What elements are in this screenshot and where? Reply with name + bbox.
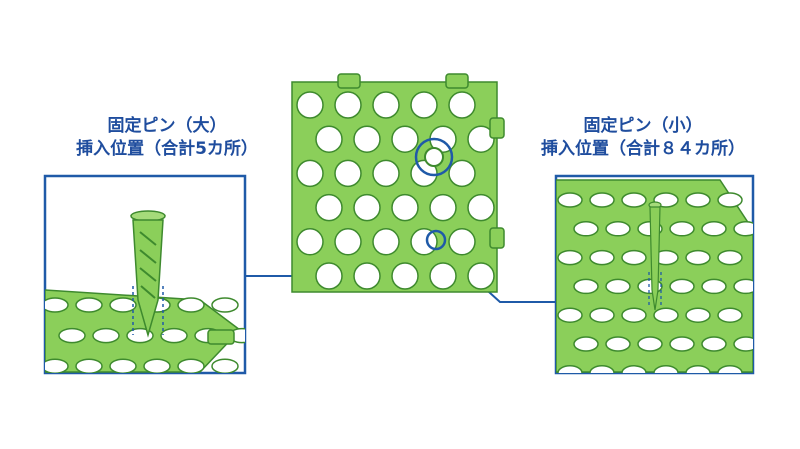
mat-hole (296, 91, 324, 119)
mat-hole (653, 307, 679, 323)
mat-hole (45, 297, 69, 313)
mat-hole (353, 262, 381, 290)
mat-connector-tabs (337, 73, 505, 249)
mat-hole (92, 327, 120, 344)
mat-hole (448, 91, 476, 119)
mat-hole (589, 249, 615, 266)
mat-hole (109, 358, 137, 373)
mat-hole (45, 358, 69, 373)
mat-hole (733, 221, 753, 237)
large-pin-positions: 挿入位置（合計5カ所） (76, 139, 258, 159)
mat-hole (315, 193, 343, 222)
mat-hole (717, 307, 743, 323)
small-fixing-pin (648, 201, 662, 311)
mat-hole (685, 307, 711, 323)
mat-hole (605, 336, 631, 352)
large-pin-caption: 固定ピン（大） 挿入位置（合計5カ所） (62, 115, 272, 161)
mat-hole (557, 192, 583, 208)
mat-hole (391, 262, 419, 290)
mat-hole (621, 307, 647, 323)
mat-hole (75, 358, 103, 373)
mat-hole (669, 278, 695, 295)
left-mat-holes (45, 297, 245, 373)
mat-hole (467, 193, 495, 222)
small-pin-caption: 固定ピン（小） 挿入位置（合計８４カ所） (528, 115, 758, 161)
mat-hole (557, 249, 583, 266)
mat-hole (669, 221, 695, 237)
mat-hole (448, 159, 476, 188)
large-pin-title: 固定ピン（大） (107, 116, 227, 136)
mat-hole (109, 297, 137, 313)
mat-hole (211, 297, 239, 313)
grid-mat-center (291, 73, 505, 293)
mat-hole (637, 336, 663, 352)
mat-hole (653, 365, 679, 373)
mat-hole (685, 192, 711, 208)
small-pin-title: 固定ピン（小） (583, 116, 703, 136)
mat-hole (391, 193, 419, 222)
mat-hole (733, 278, 753, 295)
mat-hole (177, 297, 205, 313)
mat-hole (296, 159, 324, 188)
mat-hole (621, 365, 647, 373)
mat-hole (372, 228, 400, 256)
mat-hole (717, 365, 743, 373)
mat-hole (589, 192, 615, 208)
mat-hole (334, 91, 362, 119)
mat-hole (391, 125, 419, 153)
mat-hole (621, 249, 647, 266)
mat-hole (211, 358, 239, 373)
mat-hole (557, 307, 583, 323)
mat-hole (58, 327, 86, 344)
mat-hole (717, 249, 743, 266)
mat-hole (334, 159, 362, 188)
mat-hole (701, 336, 727, 352)
mat-hole (429, 193, 457, 222)
small-pin-hole-marker (425, 229, 447, 251)
mat-hole (429, 262, 457, 290)
mat-hole (353, 125, 381, 153)
mat-hole (177, 358, 205, 373)
mat-hole (733, 336, 753, 352)
mat-hole (605, 278, 631, 295)
mat-hole (75, 297, 103, 313)
small-pin-positions: 挿入位置（合計８４カ所） (541, 139, 745, 159)
mat-hole (557, 365, 583, 373)
mat-hole (315, 262, 343, 290)
mat-hole (372, 159, 400, 188)
mat-hole (467, 262, 495, 290)
mat-hole (685, 249, 711, 266)
mat-hole (701, 278, 727, 295)
mat-hole (669, 336, 695, 352)
mat-hole (589, 307, 615, 323)
mat-hole (701, 221, 727, 237)
mat-hole (410, 91, 438, 119)
mat-hole (372, 91, 400, 119)
mat-hole (315, 125, 343, 153)
mat-hole (334, 228, 362, 256)
right-mat-holes (557, 192, 753, 373)
mat-hole (605, 221, 631, 237)
mat-hole (573, 221, 599, 237)
large-pin-hole-marker (414, 137, 454, 177)
small-pin-inset (554, 174, 755, 375)
large-fixing-pin (130, 210, 166, 338)
mat-hole (621, 192, 647, 208)
mat-hole (160, 327, 188, 344)
mat-hole (717, 192, 743, 208)
large-pin-inset (43, 174, 247, 375)
mat-hole (448, 228, 476, 256)
mat-hole (685, 365, 711, 373)
mat-hole (589, 365, 615, 373)
mat-hole (143, 358, 171, 373)
mat-hole (353, 193, 381, 222)
mat-hole (573, 278, 599, 295)
mat-hole (296, 228, 324, 256)
mat-hole (573, 336, 599, 352)
